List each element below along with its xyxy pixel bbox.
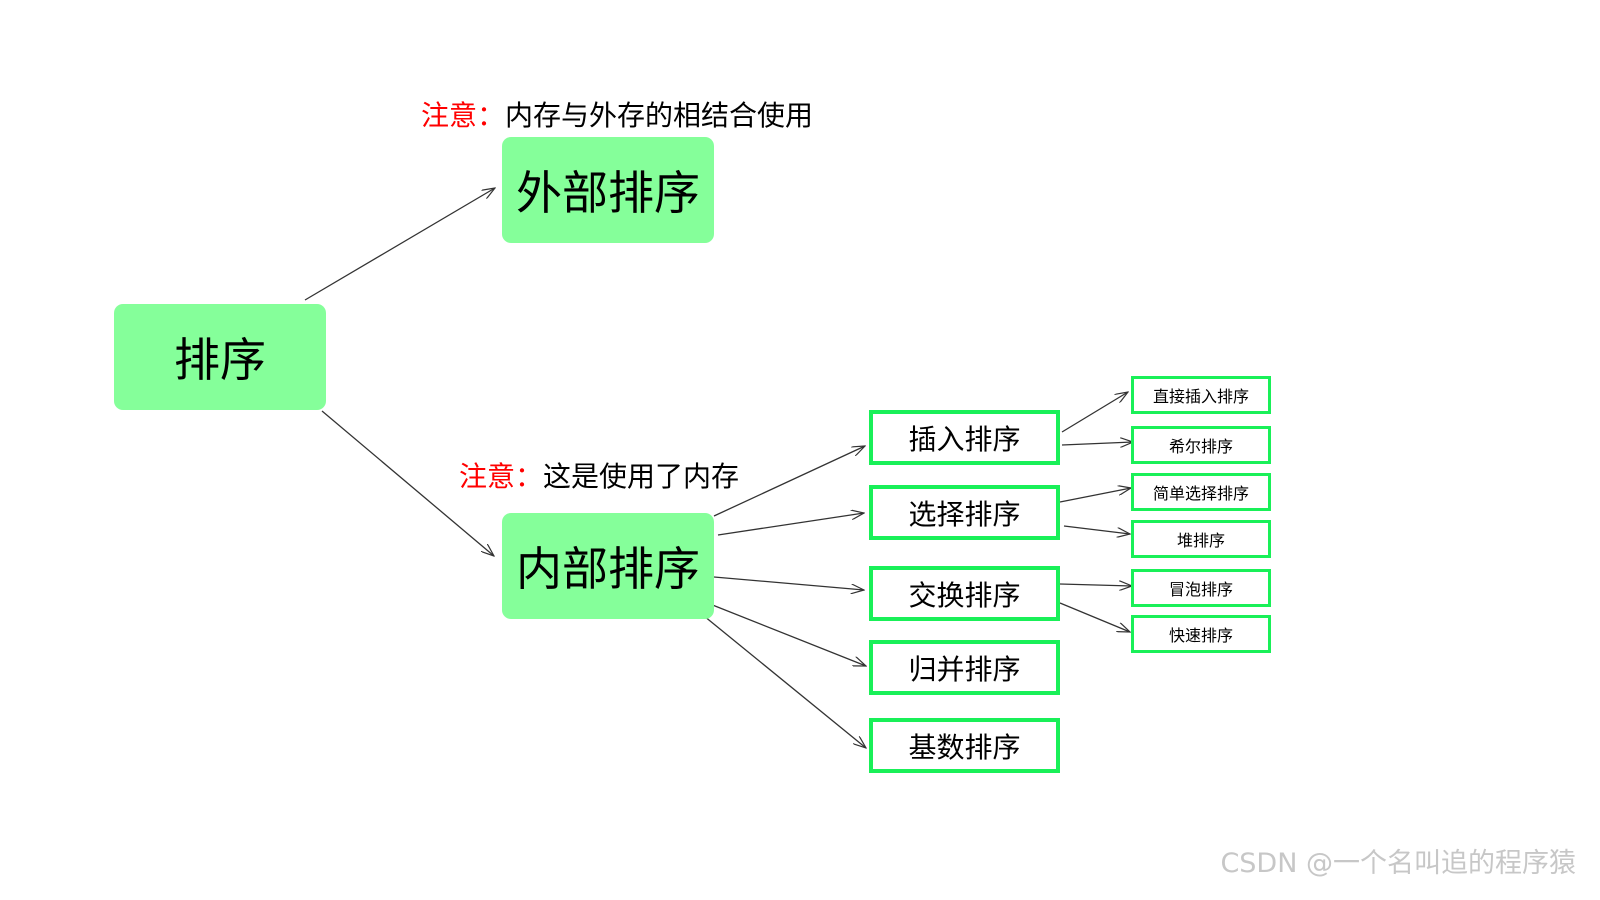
arrow-selection-to-heap — [1063, 525, 1130, 534]
arrow-selection-to-simple — [1059, 488, 1131, 503]
watermark: CSDN @一个名叫追的程序猿 — [1220, 848, 1576, 879]
arrow-internal-to-merge — [709, 603, 866, 666]
node-simple-selection-sort: 简单选择排序 — [1131, 473, 1271, 511]
node-selection-sort: 选择排序 — [869, 485, 1060, 540]
node-internal-sorting: 内部排序 — [502, 513, 714, 619]
arrow-root-to-external — [304, 188, 495, 301]
arrow-root-to-internal — [321, 410, 494, 556]
arrow-internal-to-selection — [717, 513, 864, 536]
node-merge-sort: 归并排序 — [869, 640, 1060, 695]
note-external-prefix: 注意： — [421, 99, 506, 132]
node-sorting-root: 排序 — [114, 304, 326, 410]
arrow-insertion-to-shell — [1061, 442, 1133, 445]
note-external-storage: 注意：内存与外存的相结合使用 — [421, 94, 813, 134]
node-exchange-sort: 交换排序 — [869, 566, 1060, 621]
arrow-insertion-to-direct — [1061, 392, 1128, 433]
node-heap-sort: 堆排序 — [1131, 520, 1271, 558]
node-quick-sort: 快速排序 — [1131, 615, 1271, 653]
node-shell-sort: 希尔排序 — [1131, 426, 1271, 464]
arrow-internal-to-exchange — [713, 576, 864, 590]
arrow-exchange-to-bubble — [1059, 584, 1132, 586]
node-radix-sort: 基数排序 — [869, 718, 1060, 773]
note-external-text: 内存与外存的相结合使用 — [505, 99, 814, 132]
node-external-sorting: 外部排序 — [502, 137, 714, 243]
arrow-exchange-to-quick — [1059, 602, 1130, 632]
note-internal-prefix: 注意： — [459, 460, 544, 493]
node-bubble-sort: 冒泡排序 — [1131, 569, 1271, 607]
note-internal-text: 这是使用了内存 — [543, 460, 740, 493]
arrow-internal-to-insertion — [713, 446, 865, 517]
note-internal-storage: 注意：这是使用了内存 — [459, 455, 739, 495]
arrow-internal-to-radix — [703, 615, 866, 748]
node-insertion-sort: 插入排序 — [869, 410, 1060, 465]
node-direct-insertion-sort: 直接插入排序 — [1131, 376, 1271, 414]
